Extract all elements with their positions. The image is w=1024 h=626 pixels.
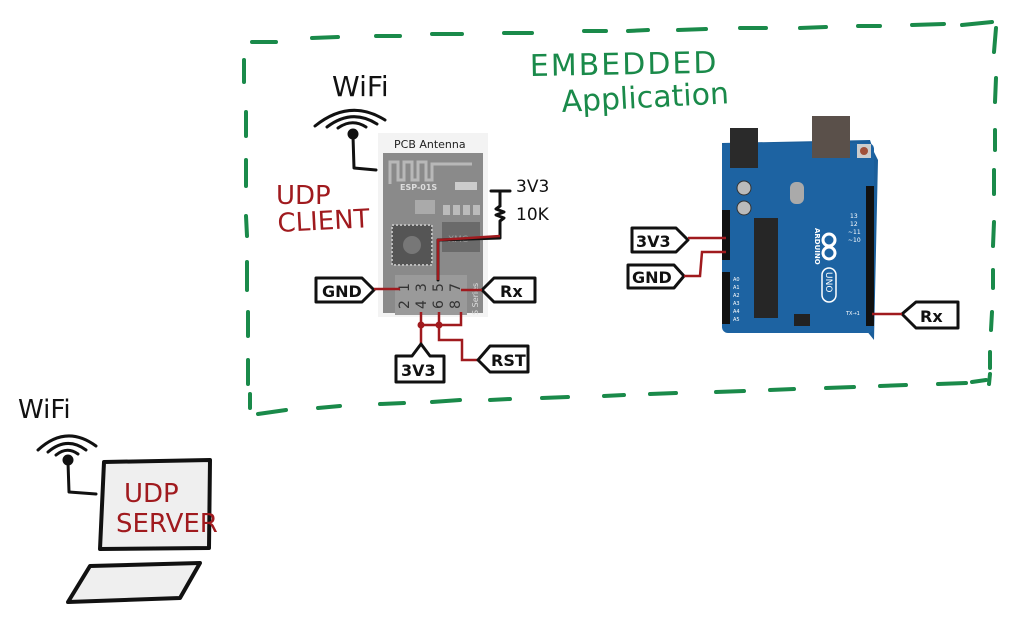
server-role-line-2: SERVER (116, 509, 218, 539)
module-name: ESP-01S (400, 183, 437, 192)
arduino-pin-10: ~10 (848, 237, 861, 244)
client-gnd-tag-label: GND (322, 282, 362, 301)
power-jack (730, 128, 758, 168)
arduino-rx-tag: Rx (900, 300, 960, 330)
server-wifi-label: WiFi (18, 395, 71, 425)
module-caption: PCB Antenna (394, 138, 466, 151)
series-label: S Series (471, 283, 480, 315)
usb-connector (812, 116, 850, 158)
arduino-pin-a5: A5 (733, 317, 740, 323)
arduino-rx-tag-label: Rx (920, 307, 943, 326)
arduino-pin-12: 12 (850, 221, 858, 228)
title-line-2: Application (561, 76, 730, 120)
pin-header (395, 275, 467, 315)
pullup-supply-label: 3V3 (516, 177, 549, 197)
pcb-antenna-trace (388, 160, 472, 184)
pin-3: 3 (414, 283, 430, 292)
client-wifi-label: WiFi (332, 70, 389, 103)
pin-5: 5 (431, 283, 447, 292)
arduino-brand: ARDUINO (813, 228, 821, 265)
arduino-logo (821, 232, 837, 261)
arduino-pin-13: 13 (850, 213, 858, 220)
pin-1: 1 (397, 283, 413, 292)
client-gnd-tag: GND (314, 276, 376, 304)
digital-header (866, 186, 874, 326)
server-role-line-1: UDP (124, 479, 179, 509)
arduino-pin-a0: A0 (733, 277, 740, 283)
power-header (722, 210, 730, 260)
uno-badge: UNO (821, 267, 837, 303)
arduino-pin-a4: A4 (733, 309, 740, 315)
client-role-line-2: CLIENT (277, 204, 371, 239)
arduino-model: UNO (823, 272, 833, 292)
client-3v3-tag: 3V3 (394, 342, 446, 384)
server-wifi-icon (36, 434, 98, 496)
arduino-pin-a3: A3 (733, 301, 740, 307)
client-pin6-wire (437, 312, 480, 362)
client-3v3-tag-label: 3V3 (401, 361, 436, 380)
arduino-3v3-tag-label: 3V3 (636, 232, 671, 251)
pin-7: 7 (448, 283, 464, 292)
pin-2: 2 (397, 300, 413, 309)
analog-header (722, 272, 730, 324)
arduino-gnd-wire (684, 250, 726, 278)
arduino-pin-1: TX→1 (845, 311, 860, 317)
laptop-screen (98, 458, 212, 551)
client-wifi-icon (313, 108, 387, 172)
laptop-keyboard (66, 561, 202, 604)
pin-4: 4 (414, 300, 430, 309)
atmega-chip (754, 218, 778, 318)
client-rx-tag: Rx (480, 276, 537, 304)
arduino-uno-board: ARDUINO UNO A0 A1 A2 A3 A4 A5 13 12 ~11 … (722, 116, 878, 340)
client-rst-tag: RST (476, 344, 530, 374)
client-rx-tag-label: Rx (500, 282, 523, 301)
pullup-wire (436, 234, 501, 280)
arduino-pin-11: ~11 (848, 229, 861, 236)
pin-6: 6 (431, 300, 447, 309)
client-role-line-1: UDP (276, 181, 331, 211)
arduino-3v3-tag: 3V3 (630, 226, 690, 254)
arduino-gnd-tag: GND (626, 263, 686, 290)
laptop-icon (66, 458, 212, 604)
pin-8: 8 (448, 300, 464, 309)
title-line-1: EMBEDDED (530, 46, 719, 84)
embedded-boundary (242, 20, 998, 416)
arduino-gnd-tag-label: GND (632, 268, 672, 287)
arduino-pin-a2: A2 (733, 293, 740, 299)
client-rst-tag-label: RST (491, 351, 526, 370)
pullup-resistor-label: 10K (516, 205, 550, 225)
arduino-pin-a1: A1 (733, 285, 740, 291)
esp01s-module: PCB Antenna ESP-01S XMC 1 3 5 7 2 4 6 8 … (378, 133, 488, 317)
